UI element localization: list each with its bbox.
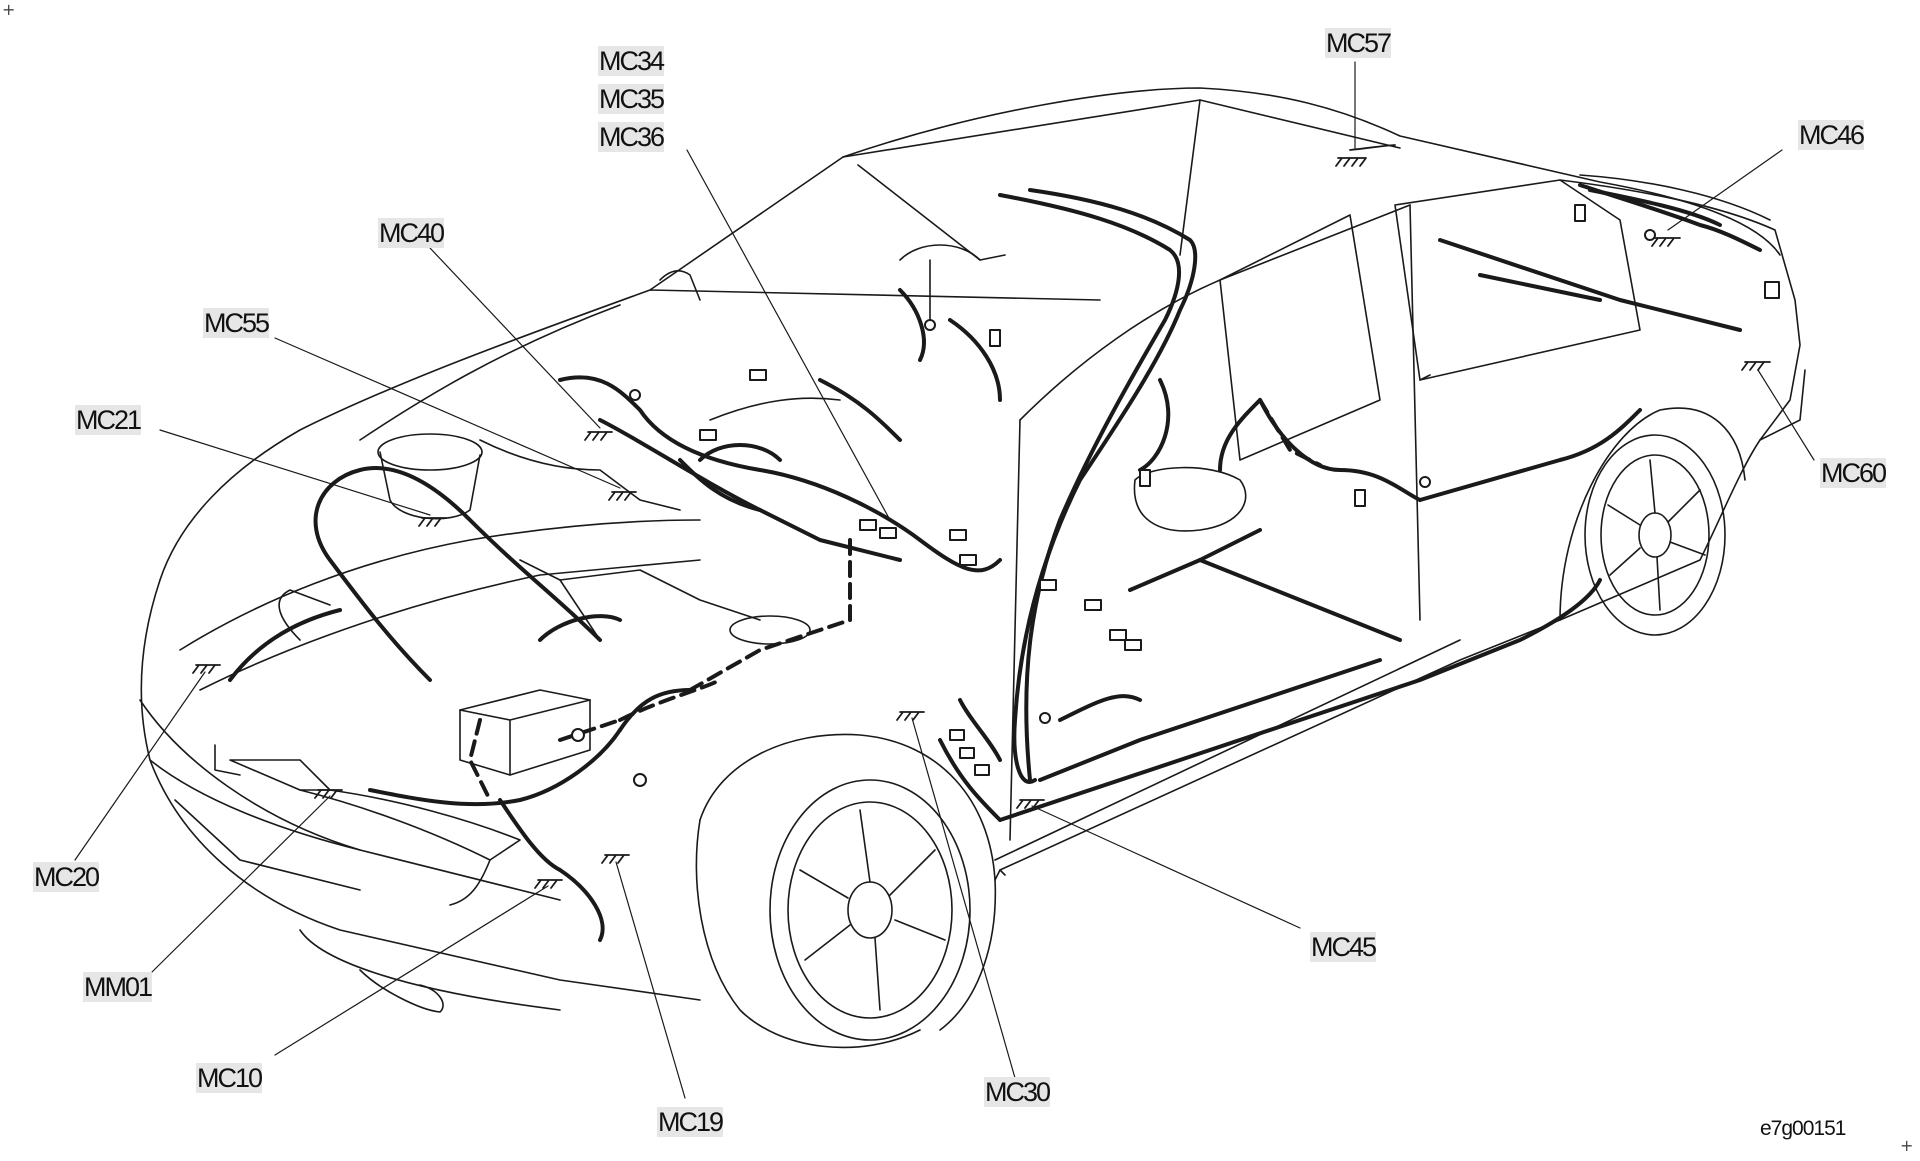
ground-mc20 — [192, 664, 221, 674]
label-mc55: MC55 — [203, 308, 270, 338]
ground-mm01 — [314, 789, 343, 799]
label-mc57: MC57 — [1325, 28, 1392, 58]
ground-mc21 — [418, 517, 447, 527]
label-mc46: MC46 — [1798, 120, 1865, 150]
connectors — [571, 204, 1780, 787]
label-mc36: MC36 — [598, 122, 665, 152]
ground-mc55 — [608, 491, 637, 501]
label-mc19: MC19 — [657, 1107, 724, 1137]
label-mm01: MM01 — [83, 972, 153, 1002]
leader-lines — [74, 61, 1815, 1099]
ground-mc60 — [1741, 361, 1771, 371]
ground-symbols — [192, 144, 1771, 889]
label-mc45: MC45 — [1310, 932, 1377, 962]
label-mc20: MC20 — [33, 862, 100, 892]
label-mc40: MC40 — [378, 218, 445, 248]
label-mc35: MC35 — [598, 84, 665, 114]
ground-mc45 — [1016, 799, 1045, 809]
ground-mc46 — [1651, 237, 1681, 247]
car-body-outline — [139, 87, 1806, 1049]
label-mc60: MC60 — [1820, 458, 1887, 488]
ground-mc30 — [896, 711, 925, 721]
label-mc34: MC34 — [598, 46, 665, 76]
wiring-harness — [228, 183, 1762, 942]
ground-mc10 — [534, 879, 563, 889]
hidden-harness-segments — [468, 398, 1322, 802]
ground-mc57 — [1335, 144, 1396, 167]
label-mc10: MC10 — [196, 1063, 263, 1093]
label-mc21: MC21 — [75, 405, 142, 435]
ground-mc19 — [601, 854, 630, 864]
crop-mark-bottom-right: + — [1900, 1136, 1914, 1155]
label-mc30: MC30 — [984, 1077, 1051, 1107]
figure-reference-code: e7g00151 — [1760, 1117, 1846, 1140]
crop-mark-top-left: + — [2, 0, 16, 19]
ground-mc40 — [584, 431, 613, 441]
